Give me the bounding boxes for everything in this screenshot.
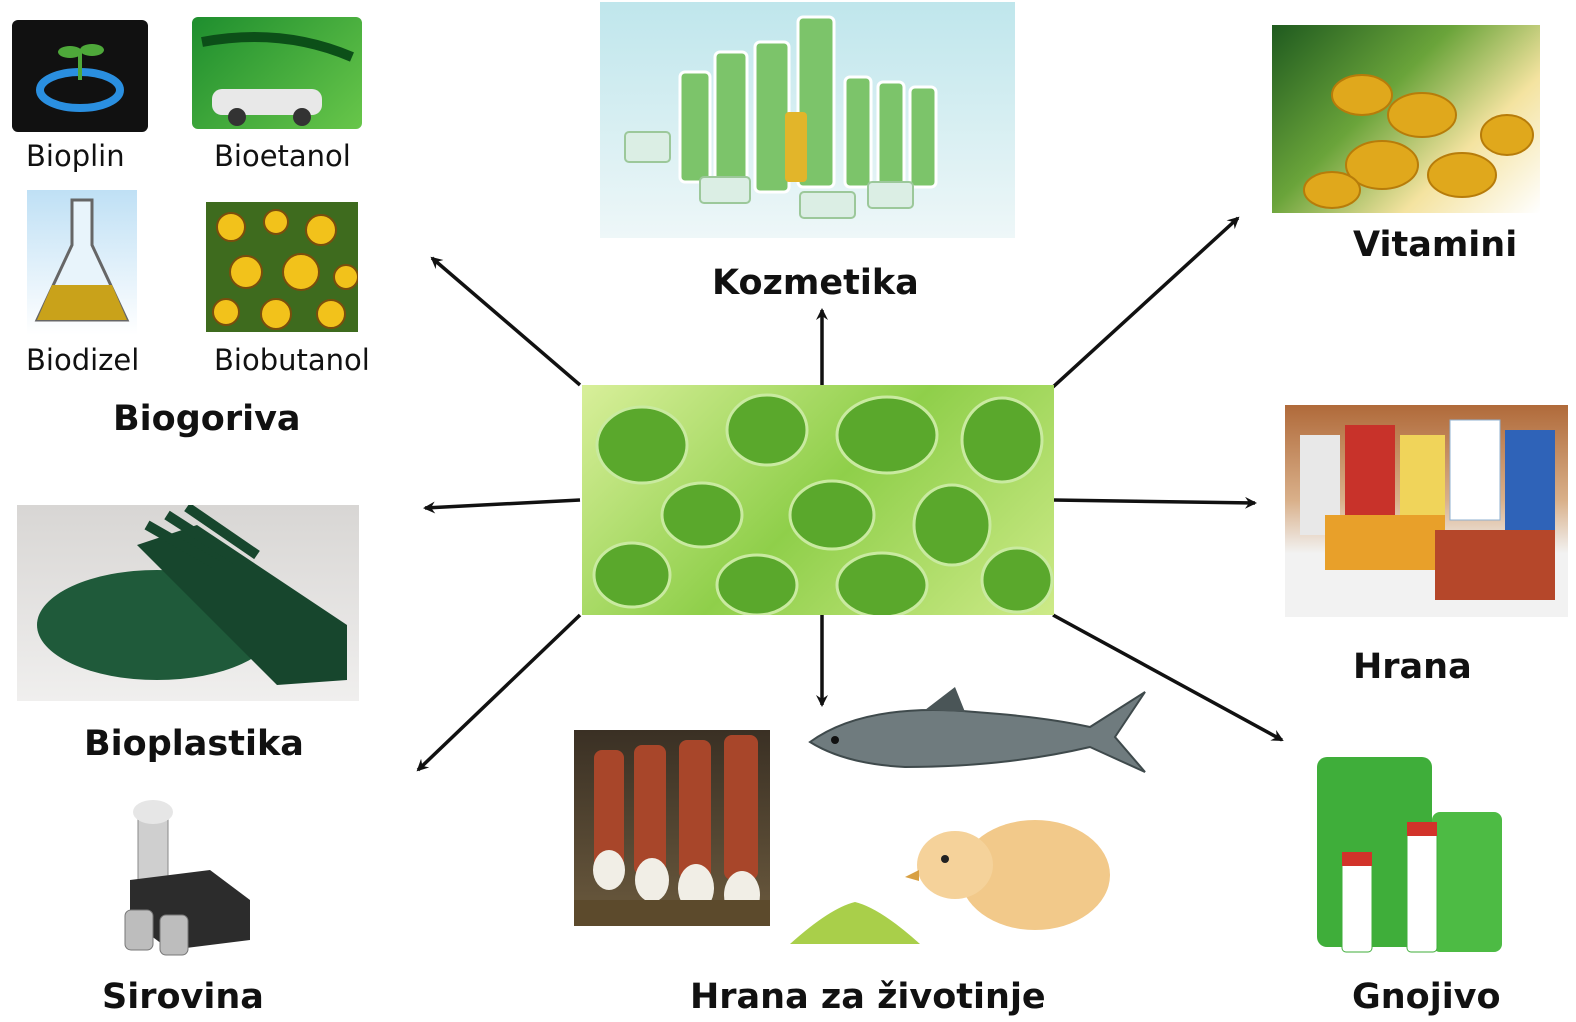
- biobutanol-image: [206, 202, 358, 332]
- cosmetics-image: [600, 2, 1015, 238]
- biofuels-title: Biogoriva: [113, 402, 301, 437]
- biofuel-label-biobutanol: Biobutanol: [214, 346, 370, 375]
- label-gnojivo: Gnojivo: [1352, 980, 1501, 1015]
- bioethanol-image: [192, 17, 362, 129]
- biofuel-label-bioplin: Bioplin: [26, 142, 125, 171]
- label-hrana-za-zivotinje: Hrana za životinje: [690, 980, 1046, 1015]
- label-sirovina: Sirovina: [102, 980, 264, 1015]
- biofuel-label-biodizel: Biodizel: [26, 346, 139, 375]
- biofuel-label-bioetanol: Bioetanol: [214, 142, 351, 171]
- biogas-image: [12, 20, 148, 132]
- arrow-biofuels: [432, 258, 580, 385]
- food-image: [1285, 405, 1568, 617]
- label-vitamini: Vitamini: [1353, 228, 1517, 263]
- arrow-bioplastika: [425, 500, 580, 508]
- biodiesel-image: [27, 190, 137, 335]
- cattle-image: [574, 730, 770, 926]
- arrow-sirovina: [418, 615, 580, 770]
- algae-powder-image: [790, 898, 920, 946]
- bioplastics-image: [17, 505, 359, 701]
- arrow-vitamini: [1053, 218, 1238, 387]
- label-kozmetika: Kozmetika: [712, 266, 919, 301]
- fish-image: [805, 682, 1150, 782]
- chick-image: [905, 795, 1120, 945]
- microalgae-image: [582, 385, 1054, 615]
- vitamins-image: [1272, 25, 1540, 213]
- raw-material-image: [90, 790, 270, 960]
- label-bioplastika: Bioplastika: [84, 727, 304, 762]
- arrow-hrana: [1053, 500, 1255, 503]
- fertilizer-image: [1312, 752, 1515, 964]
- label-hrana: Hrana: [1353, 650, 1472, 685]
